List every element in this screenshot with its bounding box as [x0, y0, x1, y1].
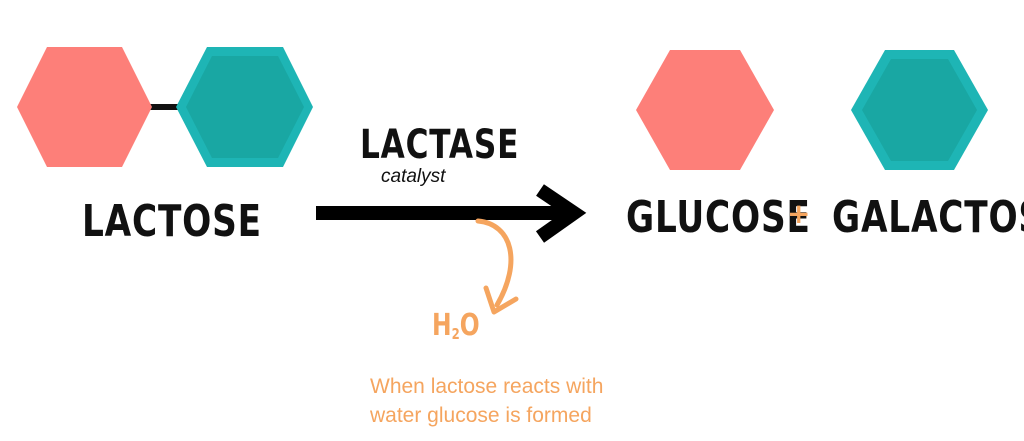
water-arrow-head — [483, 285, 519, 315]
water-arrow-curve — [475, 218, 514, 308]
reaction-caption: When lactose reacts with water glucose i… — [370, 372, 603, 430]
caption-line-2: water glucose is formed — [370, 404, 592, 427]
lactose-galactose-inner-hexagon — [186, 56, 304, 158]
water-subscript: 2 — [451, 325, 460, 343]
glucose-hexagon-icon — [636, 50, 774, 170]
lactose-glucose-hexagon-icon — [17, 47, 152, 167]
lactose-label: LACTOSE — [82, 196, 262, 247]
curved-arrow-down-icon — [475, 218, 519, 315]
glucose-label: GLUCOSE — [626, 192, 811, 243]
reaction-arrow-icon — [316, 184, 587, 243]
plus-sign: + — [787, 197, 811, 230]
water-label: H2O — [432, 308, 480, 343]
galactose-inner-hexagon — [862, 59, 977, 161]
catalyst-label: catalyst — [381, 166, 446, 187]
galactose-molecule — [851, 50, 988, 170]
reaction-arrow-head — [535, 184, 587, 243]
lactose-molecule — [17, 47, 313, 167]
water-h: H — [432, 308, 452, 343]
caption-line-1: When lactose reacts with — [370, 375, 604, 398]
galactose-label: GALACTOSE — [832, 192, 1024, 243]
water-o: O — [459, 308, 480, 343]
lactase-label: LACTASE — [360, 122, 520, 168]
